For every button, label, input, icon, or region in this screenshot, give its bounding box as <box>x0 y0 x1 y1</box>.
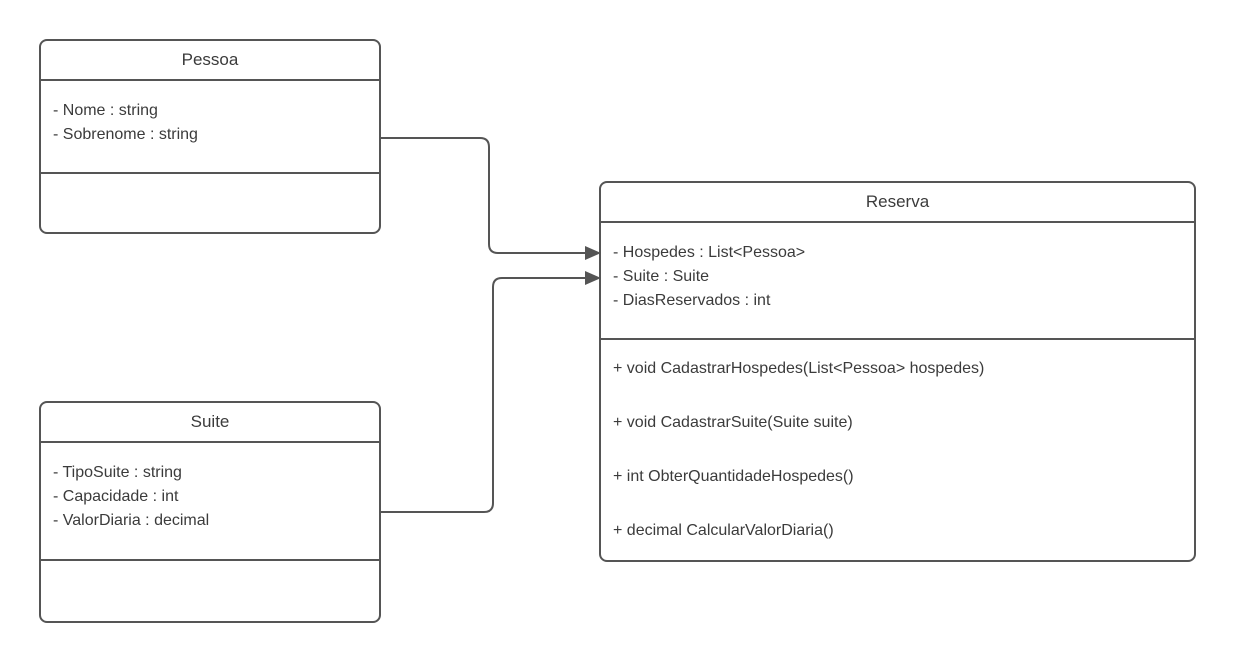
class-attributes-pessoa: - Nome : string - Sobrenome : string <box>41 81 379 174</box>
class-title-reserva: Reserva <box>601 183 1194 223</box>
method-line: + void CadastrarSuite(Suite suite) <box>613 414 853 431</box>
attribute-line: - Capacidade : int <box>53 488 179 505</box>
class-title-suite: Suite <box>41 403 379 443</box>
attribute-line: - DiasReservados : int <box>613 291 771 309</box>
class-attributes-suite: - TipoSuite : string - Capacidade : int - … <box>41 443 379 561</box>
class-methods-suite <box>41 561 379 621</box>
class-title-pessoa: Pessoa <box>41 41 379 81</box>
class-box-reserva[interactable]: Reserva - Hospedes : List<Pessoa> - Suite… <box>599 181 1196 562</box>
attribute-line: - Sobrenome : string <box>53 125 198 143</box>
class-box-pessoa[interactable]: Pessoa - Nome : string - Sobrenome : stri… <box>39 39 381 234</box>
method-line: + int ObterQuantidadeHospedes() <box>613 468 854 485</box>
attribute-line: - Hospedes : List<Pessoa> <box>613 243 806 261</box>
method-line: + void CadastrarHospedes(List<Pessoa> ho… <box>613 360 985 377</box>
attribute-line: - TipoSuite : string <box>53 464 182 481</box>
class-box-suite[interactable]: Suite - TipoSuite : string - Capacidade :… <box>39 401 381 623</box>
connector-pessoa-to-reserva[interactable] <box>381 137 601 260</box>
method-line: + decimal CalcularValorDiaria() <box>613 522 834 539</box>
class-attributes-reserva: - Hospedes : List<Pessoa> - Suite : Suite… <box>601 223 1194 340</box>
attribute-line: - Suite : Suite <box>613 267 710 285</box>
connector-suite-to-reserva[interactable] <box>381 271 601 513</box>
attribute-line: - Nome : string <box>53 101 158 119</box>
class-methods-reserva: + void CadastrarHospedes(List<Pessoa> ho… <box>601 340 1194 560</box>
attribute-line: - ValorDiaria : decimal <box>53 512 210 529</box>
class-methods-pessoa <box>41 174 379 232</box>
